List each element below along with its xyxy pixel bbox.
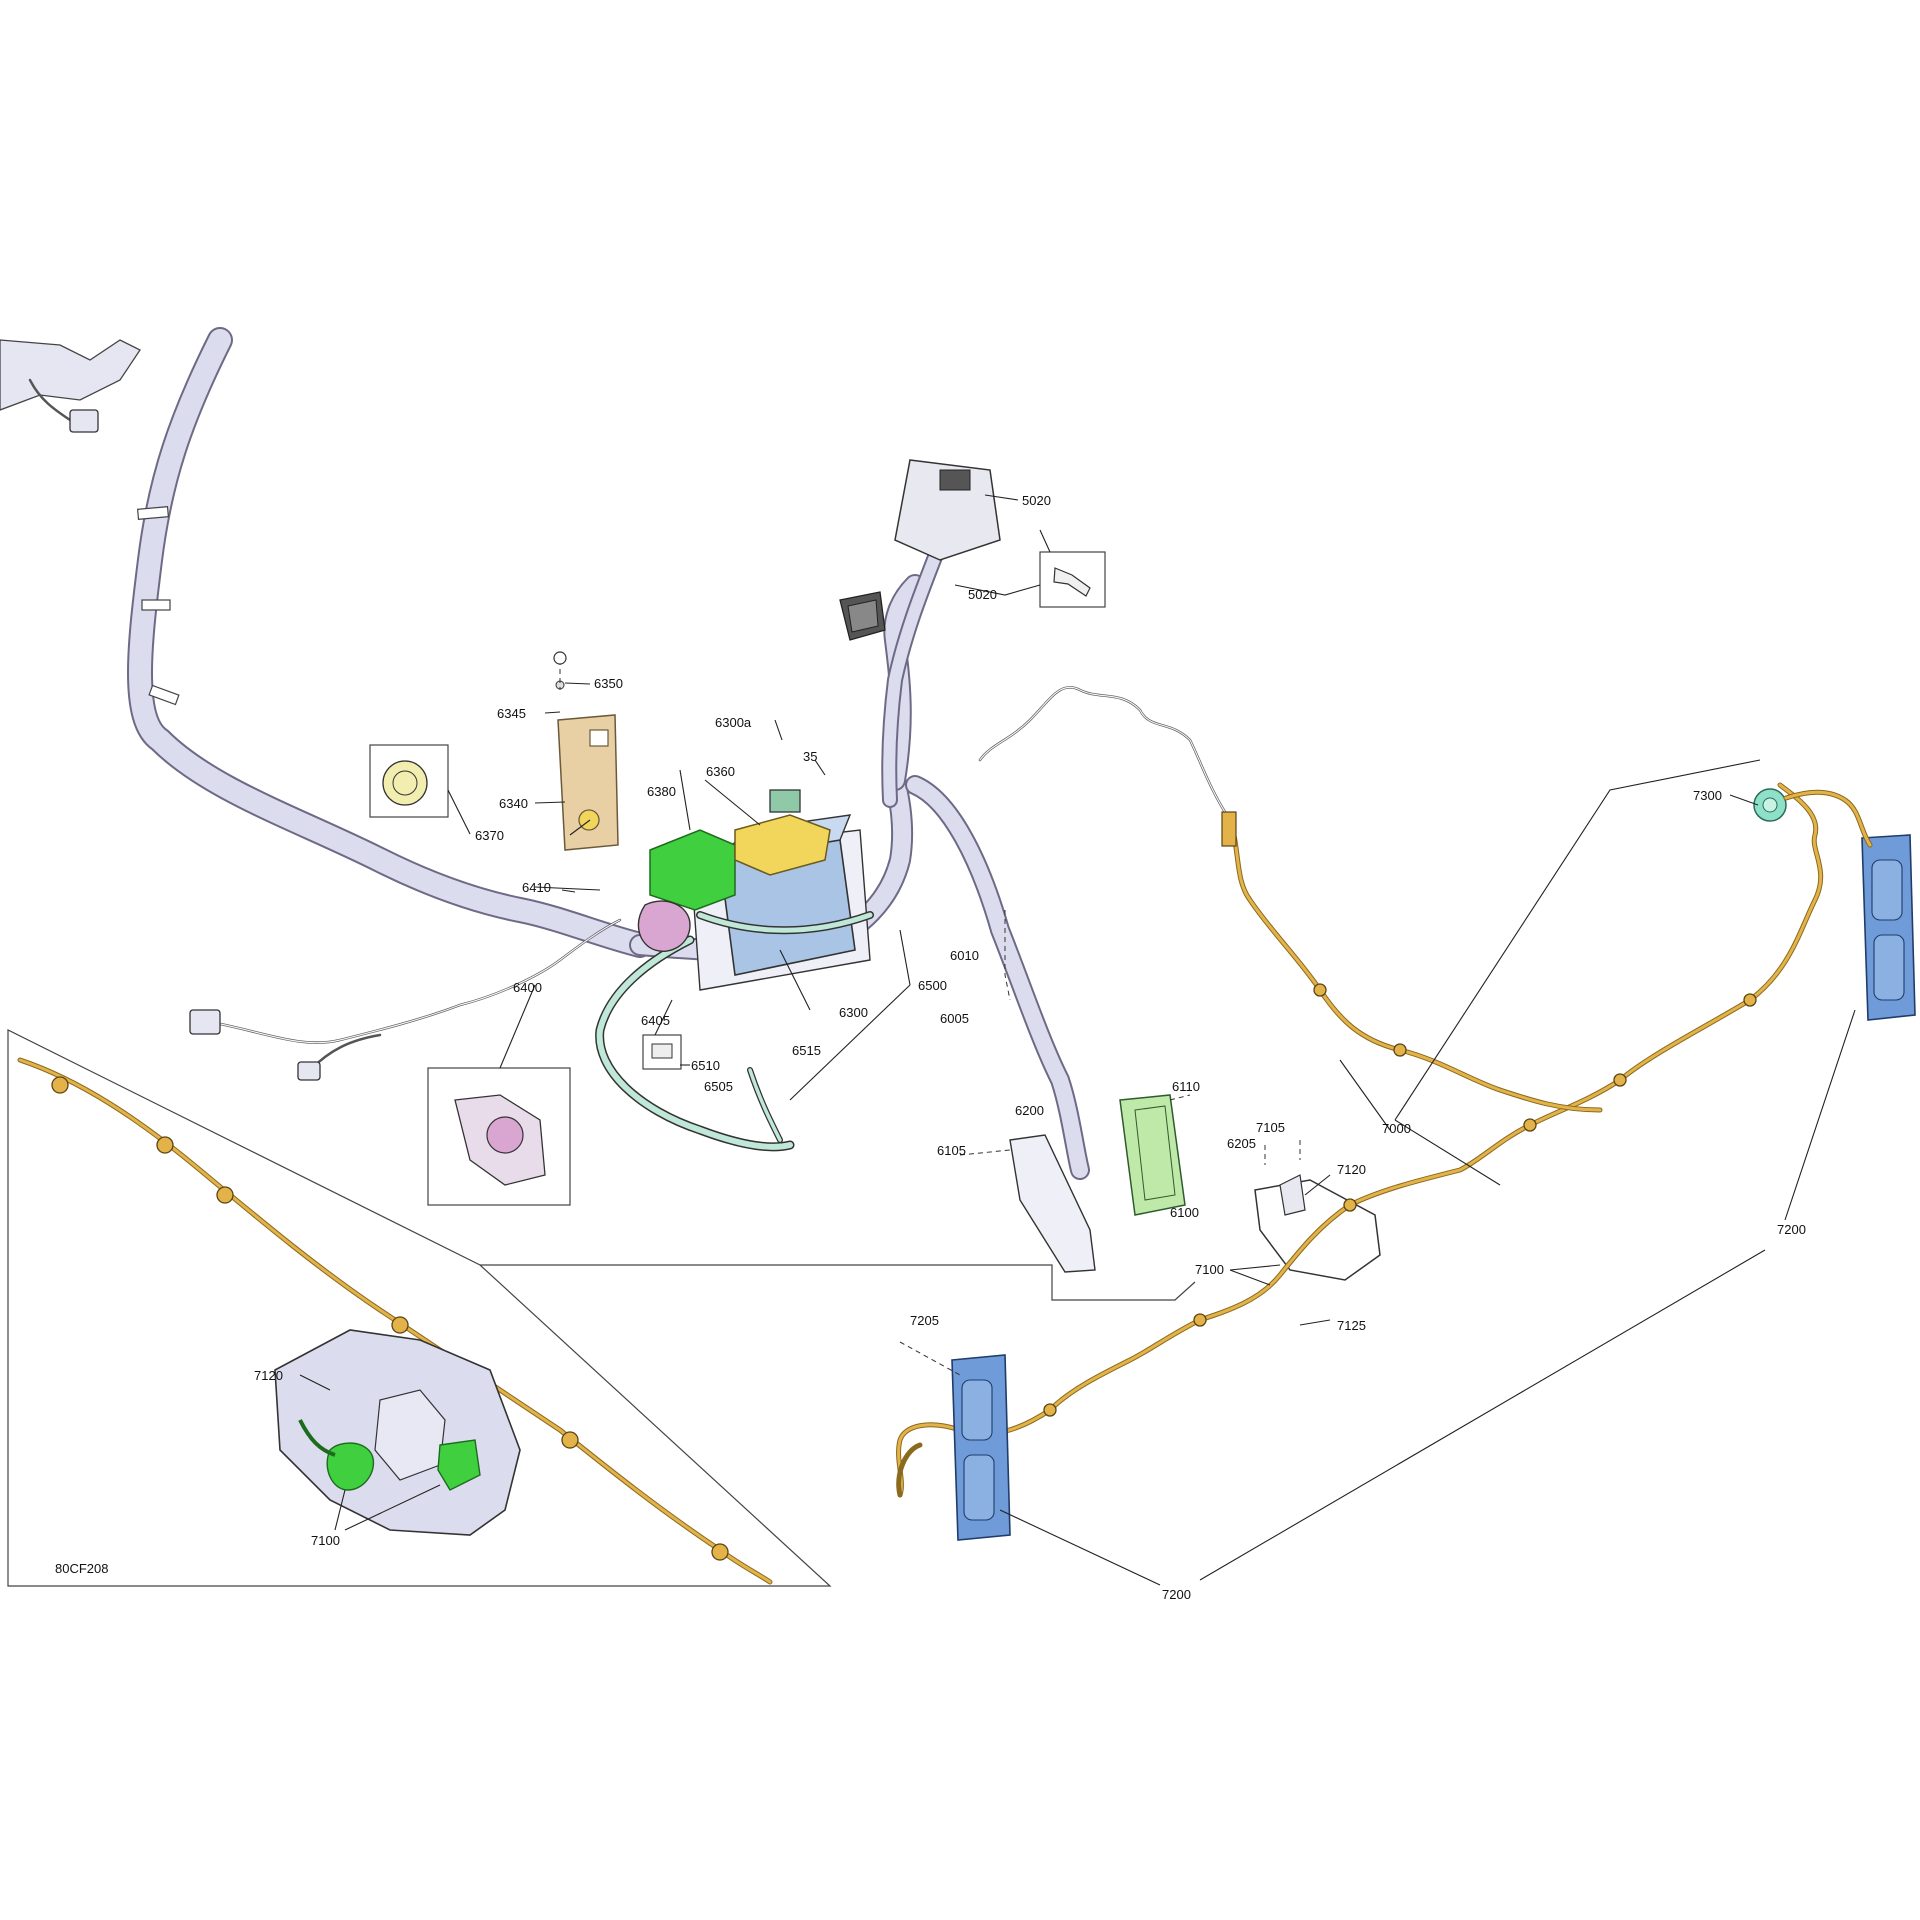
left-thin-harness [189, 918, 622, 1081]
callout-6300a: 6300a [715, 715, 752, 730]
callout-6400: 6400 [513, 980, 542, 995]
callout-6340: 6340 [499, 796, 528, 811]
inset-connector-line [480, 1264, 1196, 1301]
callout-6010: 6010 [950, 948, 979, 963]
module-6100 [1119, 1094, 1186, 1216]
inset-detail [17, 1057, 773, 1585]
callout-5020-detail: 5020 [968, 587, 997, 602]
callout-labels: 5020 5020 6350 6345 6340 6370 6410 6300a… [55, 493, 1806, 1602]
callout-6005: 6005 [940, 1011, 969, 1026]
callout-6300: 6300 [839, 1005, 868, 1020]
callout-6500: 6500 [918, 978, 947, 993]
socket-7300 [1753, 788, 1873, 848]
callout-6205: 6205 [1227, 1136, 1256, 1151]
bracket-6200 [1009, 1134, 1096, 1273]
callout-6360: 6360 [706, 764, 735, 779]
callout-7120: 7120 [1337, 1162, 1366, 1177]
callout-6505: 6505 [704, 1079, 733, 1094]
tail-light-right-7200 [1861, 834, 1916, 1021]
leader-lines [299, 494, 1856, 1586]
callout-7000: 7000 [1382, 1121, 1411, 1136]
callout-5020-top: 5020 [1022, 493, 1051, 508]
inset-callout-7100: 7100 [311, 1533, 340, 1548]
callout-7200-right: 7200 [1777, 1222, 1806, 1237]
module-5020-assembly [839, 459, 1001, 808]
callout-6410: 6410 [522, 880, 551, 895]
callout-6200: 6200 [1015, 1103, 1044, 1118]
callout-6510: 6510 [691, 1058, 720, 1073]
callout-6110: 6110 [1172, 1079, 1200, 1094]
bracket-6340 [557, 714, 619, 851]
inset-callout-7120: 7120 [254, 1368, 283, 1383]
inset-frame [7, 1029, 832, 1587]
callout-7200-left: 7200 [1162, 1587, 1191, 1602]
callout-6380: 6380 [647, 784, 676, 799]
diagram-id: 80CF208 [55, 1561, 108, 1576]
callout-7105: 7105 [1256, 1120, 1285, 1135]
callout-7100: 7100 [1195, 1262, 1224, 1277]
callout-6350: 6350 [594, 676, 623, 691]
callout-6370: 6370 [475, 828, 504, 843]
tail-light-left-7200 [951, 1354, 1011, 1541]
callout-6105: 6105 [937, 1143, 966, 1158]
callout-7300: 7300 [1693, 788, 1722, 803]
detail-box-6405 [642, 1034, 682, 1070]
callout-7205: 7205 [910, 1313, 939, 1328]
callout-35: 35 [803, 749, 817, 764]
callout-7125: 7125 [1337, 1318, 1366, 1333]
callout-6515: 6515 [792, 1043, 821, 1058]
callout-6345: 6345 [497, 706, 526, 721]
callout-6405: 6405 [641, 1013, 670, 1028]
yellow-harness-7000 [896, 686, 1824, 1498]
callout-6100: 6100 [1170, 1205, 1199, 1220]
battery-assembly [595, 789, 874, 1152]
top-left-structure [0, 339, 141, 433]
